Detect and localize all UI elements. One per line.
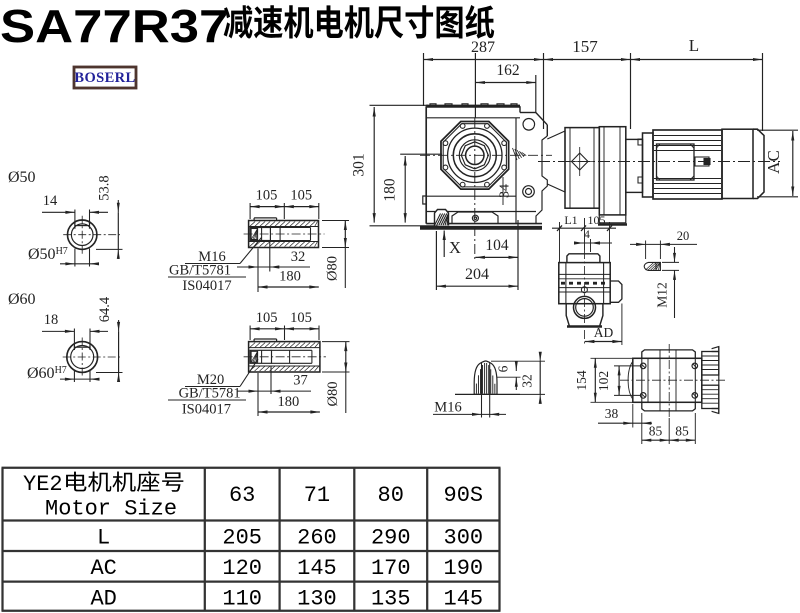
svg-text:M16: M16 xyxy=(434,400,461,416)
svg-text:110: 110 xyxy=(222,586,262,611)
svg-text:37: 37 xyxy=(293,373,308,389)
svg-text:64.4: 64.4 xyxy=(97,296,113,322)
svg-text:180: 180 xyxy=(279,269,301,285)
svg-text:145: 145 xyxy=(444,586,484,611)
svg-text:135: 135 xyxy=(371,586,411,611)
svg-text:105: 105 xyxy=(290,310,312,326)
svg-text:170: 170 xyxy=(371,556,411,581)
svg-text:90S: 90S xyxy=(444,483,484,508)
svg-text:AC: AC xyxy=(764,150,783,174)
svg-text:34: 34 xyxy=(498,184,513,198)
svg-text:85: 85 xyxy=(649,424,663,439)
svg-text:GB/T5781: GB/T5781 xyxy=(169,263,231,279)
svg-text:L1: L1 xyxy=(564,213,577,227)
svg-text:287: 287 xyxy=(471,39,495,56)
svg-text:M20: M20 xyxy=(197,372,224,388)
svg-text:260: 260 xyxy=(297,526,337,551)
svg-text:190: 190 xyxy=(444,556,484,581)
svg-text:32: 32 xyxy=(520,374,535,388)
svg-text:Ø60: Ø60 xyxy=(8,291,36,308)
svg-text:162: 162 xyxy=(496,62,519,79)
svg-text:105: 105 xyxy=(256,188,278,204)
svg-text:Motor Size: Motor Size xyxy=(45,497,177,522)
svg-text:180: 180 xyxy=(278,394,300,410)
svg-text:M16: M16 xyxy=(198,249,225,265)
svg-text:AD: AD xyxy=(90,586,116,611)
svg-text:20: 20 xyxy=(677,229,690,243)
svg-text:L: L xyxy=(97,526,110,551)
svg-text:38: 38 xyxy=(605,406,619,421)
svg-text:205: 205 xyxy=(222,526,262,551)
svg-text:105: 105 xyxy=(256,310,278,326)
svg-text:IS04017: IS04017 xyxy=(182,278,231,294)
svg-text:6: 6 xyxy=(496,365,511,372)
svg-text:Ø80: Ø80 xyxy=(325,256,341,281)
svg-text:53.8: 53.8 xyxy=(97,175,113,200)
svg-text:300: 300 xyxy=(444,526,484,551)
svg-text:145: 145 xyxy=(297,556,337,581)
svg-text:104: 104 xyxy=(485,237,509,254)
svg-text:290: 290 xyxy=(371,526,411,551)
svg-text:157: 157 xyxy=(572,37,598,56)
svg-text:L: L xyxy=(689,36,699,55)
svg-text:71: 71 xyxy=(304,483,330,508)
svg-text:105: 105 xyxy=(588,213,606,227)
svg-text:80: 80 xyxy=(378,483,404,508)
svg-text:IS04017: IS04017 xyxy=(182,402,231,418)
svg-text:M12: M12 xyxy=(655,282,670,308)
svg-text:32: 32 xyxy=(291,249,306,265)
svg-text:14: 14 xyxy=(43,193,58,209)
svg-text:YE2: YE2 xyxy=(23,472,63,497)
svg-text:X: X xyxy=(449,238,461,257)
svg-text:63: 63 xyxy=(229,483,255,508)
svg-text:Ø50H7: Ø50H7 xyxy=(28,246,68,263)
svg-text:18: 18 xyxy=(44,312,59,328)
svg-text:301: 301 xyxy=(351,153,368,176)
svg-text:102: 102 xyxy=(596,371,611,391)
svg-text:AC: AC xyxy=(90,556,116,581)
svg-text:AD: AD xyxy=(594,325,614,340)
svg-text:4: 4 xyxy=(584,229,590,241)
svg-text:154: 154 xyxy=(574,370,589,391)
svg-text:SA77R37: SA77R37 xyxy=(0,1,228,52)
svg-text:130: 130 xyxy=(297,586,337,611)
svg-text:85: 85 xyxy=(675,424,689,439)
svg-text:120: 120 xyxy=(222,556,262,581)
svg-text:105: 105 xyxy=(290,188,312,204)
svg-text:Ø80: Ø80 xyxy=(325,382,341,407)
svg-text:Ø50: Ø50 xyxy=(8,169,36,186)
svg-text:180: 180 xyxy=(382,178,399,202)
svg-text:BOSERL: BOSERL xyxy=(74,70,135,86)
svg-text:204: 204 xyxy=(465,266,489,283)
svg-text:GB/T5781: GB/T5781 xyxy=(179,386,241,402)
